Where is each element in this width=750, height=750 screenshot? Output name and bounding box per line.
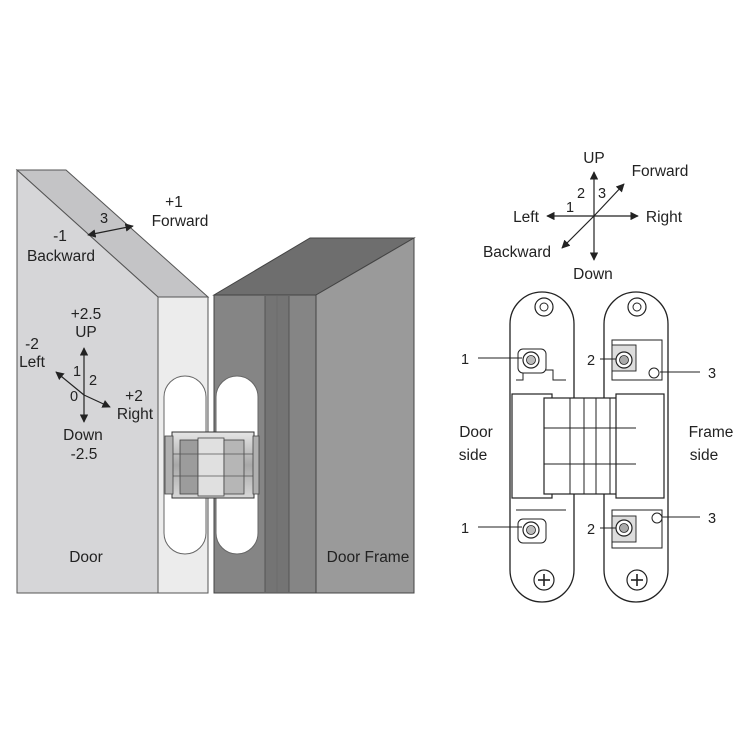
screw-3-bottom bbox=[651, 512, 663, 524]
door-side-label-line1: Door bbox=[459, 424, 493, 441]
depth-adjust-number: 3 bbox=[100, 211, 108, 227]
up-label: UP bbox=[75, 324, 97, 341]
callout-3-top: 3 bbox=[708, 366, 716, 382]
axis-number-1: 1 bbox=[73, 364, 81, 380]
down-label: Down bbox=[63, 427, 103, 444]
compass-right: Right bbox=[646, 209, 683, 226]
compass-down: Down bbox=[573, 266, 613, 283]
callout-3-bottom: 3 bbox=[708, 511, 716, 527]
backward-value: -1 bbox=[53, 228, 67, 245]
right-value: +2 bbox=[125, 388, 143, 405]
door-adjust-axes: 1 2 0 +2.5 UP Down -2.5 -2 Left +2 Right bbox=[19, 306, 154, 463]
door-label: Door bbox=[69, 549, 103, 566]
backward-label: Backward bbox=[27, 248, 95, 265]
left-label: Left bbox=[19, 354, 46, 371]
compass-number-1: 1 bbox=[566, 200, 574, 216]
frame-side-label-line2: side bbox=[690, 447, 718, 464]
callout-1-bottom: 1 bbox=[461, 521, 469, 537]
callout-1-top: 1 bbox=[461, 352, 469, 368]
axis-number-0: 0 bbox=[70, 389, 78, 405]
compass-backward: Backward bbox=[483, 244, 551, 261]
callout-2-top: 2 bbox=[587, 353, 595, 369]
callout-2-bottom: 2 bbox=[587, 522, 595, 538]
compass-forward: Forward bbox=[632, 163, 689, 180]
forward-label: Forward bbox=[152, 213, 209, 230]
door-frame-label: Door Frame bbox=[327, 549, 410, 566]
hinge-body bbox=[164, 431, 260, 499]
left-value: -2 bbox=[25, 336, 39, 353]
compass-number-2: 2 bbox=[577, 186, 585, 202]
compass-up: UP bbox=[583, 150, 605, 167]
screw-3-top bbox=[648, 367, 660, 379]
axis-number-2: 2 bbox=[89, 373, 97, 389]
up-value: +2.5 bbox=[71, 306, 102, 323]
adjustment-compass: UP Down Left Right Forward Backward 1 2 … bbox=[483, 150, 688, 283]
right-label: Right bbox=[117, 406, 154, 423]
door-side-label-line2: side bbox=[459, 447, 487, 464]
frame-side-label-line1: Frame bbox=[689, 424, 734, 441]
frame-front bbox=[315, 237, 415, 594]
compass-number-3: 3 bbox=[598, 186, 606, 202]
down-value: -2.5 bbox=[71, 446, 98, 463]
callout-lines bbox=[478, 357, 700, 529]
forward-value: +1 bbox=[165, 194, 183, 211]
frame-side-plate bbox=[603, 291, 669, 603]
depth-adjust-indicator: 3 +1 Forward -1 Backward bbox=[27, 194, 208, 265]
compass-left: Left bbox=[513, 209, 540, 226]
door-frame bbox=[212, 237, 416, 594]
hinge-knuckle bbox=[511, 393, 665, 499]
